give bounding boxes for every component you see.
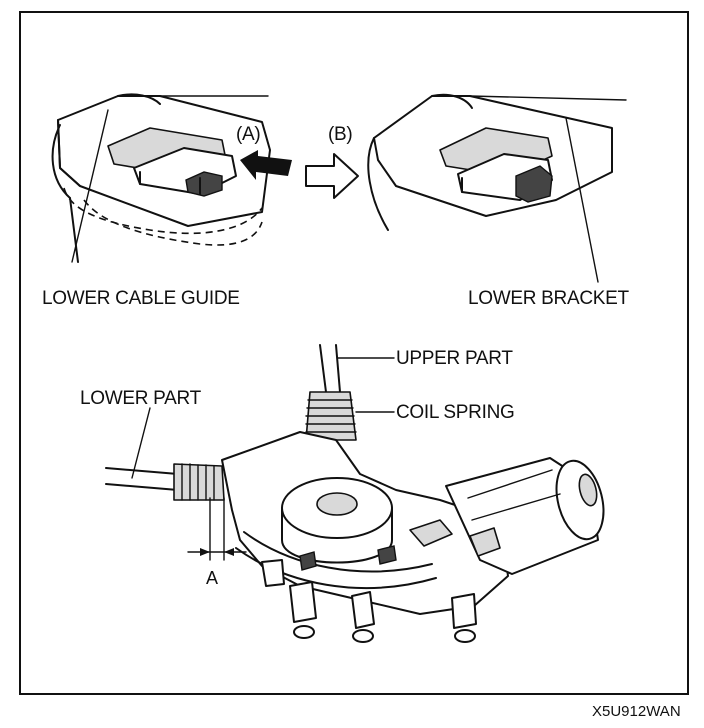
dimension-a-marker [187,497,247,561]
lower-coil-spring [173,463,225,501]
window-regulator-motor-illustration [105,344,605,643]
lower-part-label: LOWER PART [80,388,202,409]
upper-coil-spring [305,391,357,441]
lower-bracket-illustration [367,93,627,283]
push-arrow-a [240,150,292,180]
upper-part-label: UPPER PART [396,348,513,369]
gear-drum [281,477,393,564]
transition-arrow-b [305,153,359,199]
lower-cable-guide-illustration [51,93,292,263]
lower-bracket-label: LOWER BRACKET [468,288,629,309]
diagram-border [19,11,689,695]
lower-cable-guide-label: LOWER CABLE GUIDE [42,288,240,309]
dimension-a-label: A [206,568,218,588]
callout-a-label: (A) [236,124,260,145]
figure-code: X5U912WAN [592,703,681,720]
coil-spring-label: COIL SPRING [396,402,514,423]
callout-b-label: (B) [328,124,352,145]
